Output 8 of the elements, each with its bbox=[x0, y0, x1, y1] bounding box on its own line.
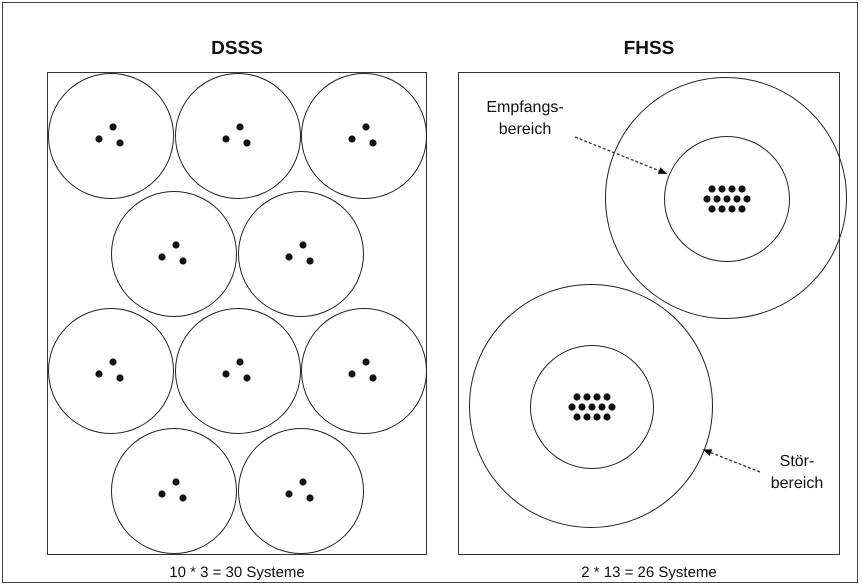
panel-title: DSSS bbox=[210, 37, 264, 61]
panel-title: FHSS bbox=[622, 37, 676, 61]
leader-text: Empfangs- bereich bbox=[469, 97, 581, 141]
leader-arrow bbox=[702, 449, 760, 473]
system-count-caption: 2 * 13 = 26 Systeme bbox=[580, 562, 718, 582]
system-count-caption: 10 * 3 = 30 Systeme bbox=[168, 562, 306, 582]
leader-text: Stör- bereich bbox=[761, 451, 833, 497]
leader-arrow bbox=[574, 136, 668, 174]
